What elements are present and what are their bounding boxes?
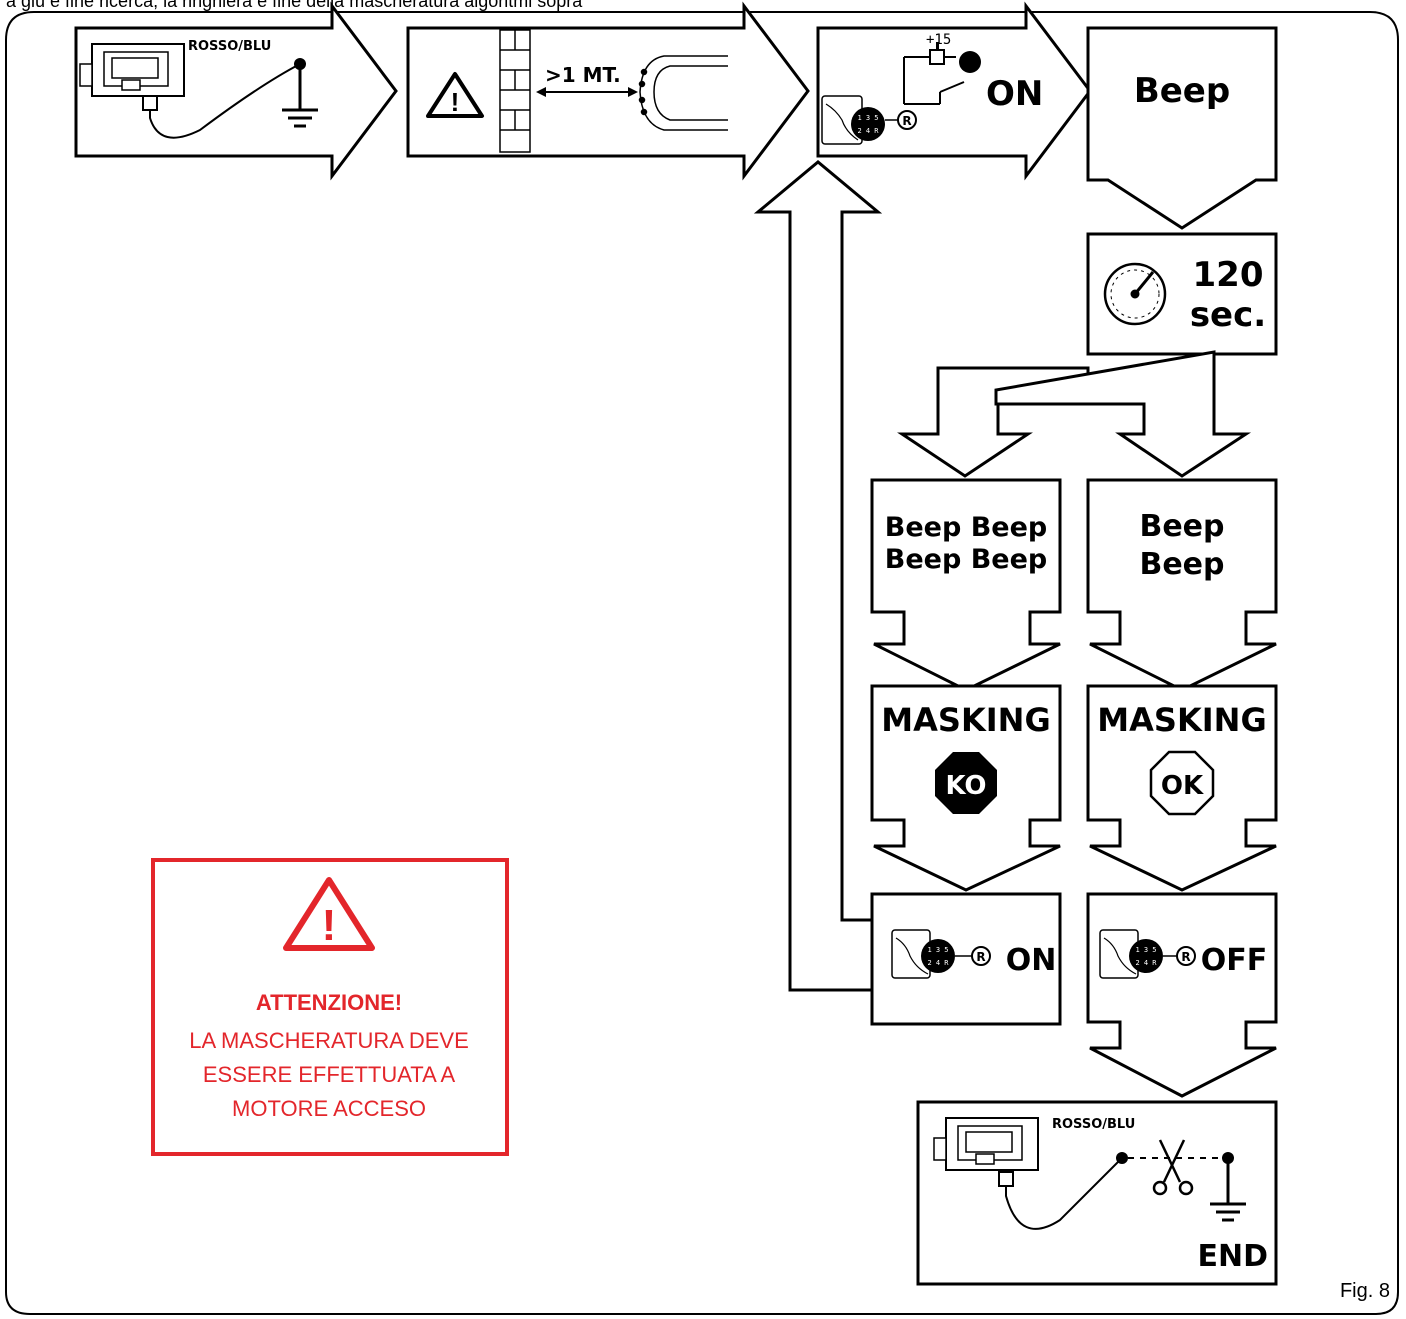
- wire-end-dot: [1116, 1152, 1128, 1164]
- step-4-beep-shape: [1086, 26, 1278, 230]
- stopwatch-icon: [1103, 262, 1167, 326]
- header-fragment: a giù e fine ricerca, la ringhiera e fin…: [6, 0, 583, 11]
- ok-label: OK: [1161, 771, 1204, 801]
- svg-text:1 3 5: 1 3 5: [857, 114, 878, 122]
- gear-lever-icon: 1 3 5 2 4 R R: [1099, 929, 1196, 979]
- wire-icon: [149, 63, 301, 139]
- end-wire-label: ROSSO/BLU: [1052, 1117, 1135, 1132]
- left-on-label: ON: [1006, 943, 1057, 978]
- distance-arrow-icon: [536, 87, 638, 97]
- beep-label: Beep: [1134, 71, 1230, 111]
- ignition-switch-icon: [903, 42, 981, 105]
- svg-text:!: !: [451, 87, 460, 117]
- wire-icon: [1005, 1157, 1123, 1230]
- connector-icon: [142, 95, 158, 111]
- outer-frame: [5, 11, 1399, 1315]
- control-unit-icon: [79, 43, 185, 97]
- svg-text:1 3 5: 1 3 5: [1135, 946, 1156, 954]
- voltage-label: +15: [926, 32, 951, 48]
- ko-label: KO: [945, 771, 986, 801]
- figure-label: Fig. 8: [1340, 1280, 1390, 1302]
- ignition-on-label: ON: [986, 74, 1043, 114]
- left-beeps-line2: Beep Beep: [885, 544, 1047, 575]
- end-label: END: [1197, 1239, 1268, 1274]
- right-beeps-line2: Beep: [1139, 547, 1224, 582]
- svg-text:2 4 R: 2 4 R: [927, 959, 949, 967]
- warning-line-3: MOTORE ACCESO: [232, 1096, 426, 1121]
- split-arrow-right: [994, 350, 1252, 478]
- control-unit-icon: [933, 1117, 1039, 1171]
- svg-text:2 4 R: 2 4 R: [1135, 959, 1157, 967]
- left-masking-label: MASKING: [881, 701, 1050, 739]
- ok-octagon-icon: [1149, 750, 1215, 816]
- step-3-ignition-shape: [816, 1, 1092, 181]
- timer-unit: sec.: [1190, 295, 1266, 335]
- svg-text:2 4 R: 2 4 R: [857, 127, 879, 135]
- gear-lever-icon: 1 3 5 2 4 R R: [821, 95, 917, 145]
- warning-title: ATTENZIONE!: [256, 990, 402, 1015]
- connector-icon: [998, 1171, 1014, 1187]
- ko-octagon-icon: [935, 752, 997, 814]
- timer-value: 120: [1193, 255, 1264, 295]
- svg-text:!: !: [322, 901, 337, 950]
- ground-icon: [1210, 1158, 1246, 1222]
- right-off-label: OFF: [1201, 943, 1268, 978]
- svg-text:R: R: [1181, 950, 1190, 964]
- left-beeps-shape: [870, 478, 1062, 692]
- warning-triangle-icon: !: [426, 72, 484, 118]
- svg-text:R: R: [976, 950, 985, 964]
- distance-label: >1 MT.: [545, 63, 621, 87]
- right-beeps-shape: [1086, 478, 1278, 692]
- wire-label: ROSSO/BLU: [188, 39, 271, 54]
- scissors-icon: [1152, 1139, 1194, 1196]
- left-beeps-line1: Beep Beep: [885, 512, 1047, 543]
- return-loop-arrow: [753, 160, 883, 992]
- right-masking-label: MASKING: [1097, 701, 1266, 739]
- right-action-shape: [1086, 892, 1278, 1098]
- ground-icon: [282, 64, 318, 128]
- warning-line-2: ESSERE EFFETTUATA A: [203, 1062, 456, 1087]
- warning-line-1: LA MASCHERATURA DEVE: [189, 1028, 469, 1053]
- warning-triangle-icon: !: [283, 877, 375, 951]
- svg-text:1 3 5: 1 3 5: [927, 946, 948, 954]
- right-beeps-line1: Beep: [1139, 509, 1224, 544]
- wall-icon: [499, 29, 531, 153]
- reverse-gear-label: R: [902, 114, 911, 128]
- gear-lever-icon: 1 3 5 2 4 R R: [891, 929, 991, 979]
- step-5-timer-box: [1086, 232, 1278, 356]
- car-rear-icon: [638, 55, 728, 131]
